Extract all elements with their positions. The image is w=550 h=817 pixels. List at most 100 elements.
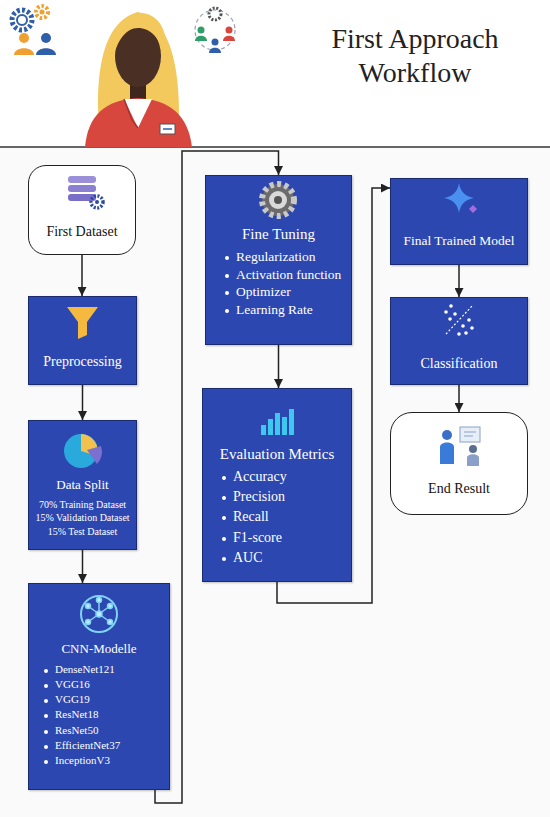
list-item: EfficientNet37 (32, 739, 166, 752)
box-item: EfficientNet37 (55, 739, 120, 752)
box-title: Classification (421, 356, 498, 371)
box-item: Activation function (236, 267, 341, 283)
bullet-dot (44, 745, 48, 749)
box-item: DenseNet121 (55, 663, 115, 676)
box-item: Learning Rate (236, 302, 313, 318)
bullet-dot (44, 699, 48, 703)
box-title: Fine Tuning (242, 226, 315, 242)
collaboration-icon (212, 39, 219, 46)
bar-chart-icon (282, 417, 287, 435)
woman-avatar (112, 13, 167, 62)
neural-network-icon (108, 604, 113, 609)
diagram-title: First Approach Workflow (290, 22, 540, 89)
collaboration-icon (223, 36, 235, 41)
bar-chart-icon (261, 425, 266, 435)
list-item: Optimizer (209, 284, 348, 300)
people-icon (460, 427, 480, 442)
box-heading-row: Evaluation Metrics (206, 446, 348, 463)
database-icon (68, 176, 96, 183)
scatter-icon (453, 312, 457, 316)
people-icon (442, 430, 452, 440)
box-item: ResNet50 (55, 724, 98, 737)
collaboration-icon (195, 8, 235, 53)
box-heading-row: End Result (394, 481, 524, 497)
bullet-dot (222, 537, 226, 541)
scatter-icon (448, 317, 452, 321)
list-item: Learning Rate (209, 302, 348, 318)
neural-network-icon (97, 598, 102, 603)
woman-avatar (163, 128, 172, 130)
flow-arrow (82, 385, 84, 420)
scatter-icon (457, 332, 461, 336)
box-title: Final Trained Model (403, 233, 514, 248)
scatter-icon (446, 306, 472, 334)
bullet-dot (44, 669, 48, 673)
collaboration-icon (195, 36, 207, 41)
funnel-icon (67, 307, 98, 339)
list-item: 15% Validation Dataset (32, 512, 133, 524)
neural-network-icon (86, 604, 91, 609)
list-item: DenseNet121 (32, 663, 166, 676)
bullet-dot (222, 496, 226, 500)
pie-chart-icon (64, 434, 102, 468)
gear-icon (262, 184, 294, 216)
gear-icon (262, 184, 294, 216)
box-title: Data Split (56, 477, 108, 492)
neural-network-icon (88, 606, 99, 614)
list-item: InceptionV3 (32, 754, 166, 767)
bullet-dot (225, 291, 229, 295)
box-heading-row: First Dataset (32, 224, 132, 240)
people-icon (440, 443, 454, 465)
box-item: InceptionV3 (55, 754, 110, 767)
woman-avatar (124, 99, 152, 128)
bullet-dot (44, 760, 48, 764)
bar-chart-icon (275, 413, 280, 435)
scatter-icon (461, 324, 465, 328)
list-item: AUC (206, 550, 348, 566)
box-heading-row: Classification (394, 356, 524, 372)
box-title: End Result (428, 481, 490, 496)
bullet-dot (225, 274, 229, 278)
list-item: Precision (206, 489, 348, 505)
neural-network-icon (81, 596, 117, 632)
list-item: 15% Test Dataset (32, 526, 133, 538)
process-box: Final Trained Model (390, 178, 528, 265)
list-item: ResNet18 (32, 708, 166, 721)
team-gear-icon (19, 33, 29, 43)
bullet-dot (225, 309, 229, 313)
pie-chart-icon (87, 446, 102, 464)
collaboration-icon (226, 27, 233, 34)
model-list-box: CNN-ModelleDenseNet121VGG16VGG19ResNet18… (28, 583, 170, 790)
neural-network-icon (98, 600, 100, 614)
end-box: End Result (390, 412, 528, 515)
flow-arrow (81, 255, 83, 296)
database-icon (68, 176, 103, 208)
flow-arrow (277, 188, 390, 603)
flow-arrow (458, 385, 460, 412)
team-gear-icon (40, 10, 45, 15)
scatter-icon (449, 304, 453, 308)
scatter-icon (467, 318, 471, 322)
list-item: 70% Training Dataset (32, 499, 133, 511)
scatter-icon (444, 310, 448, 314)
collaboration-icon (195, 10, 235, 50)
box-item: Accuracy (233, 469, 287, 485)
woman-avatar (160, 124, 175, 134)
box-item: F1-score (233, 530, 282, 546)
list-item: F1-score (206, 530, 348, 546)
sparkle-icon (444, 183, 474, 213)
database-icon (91, 196, 103, 208)
neural-network-icon (86, 620, 91, 625)
list-item: VGG19 (32, 693, 166, 706)
woman-avatar (124, 99, 138, 128)
process-box: Preprocessing (28, 296, 137, 385)
box-title: Preprocessing (43, 354, 122, 369)
box-item: 70% Training Dataset (39, 499, 126, 510)
box-item: Regularization (236, 249, 315, 265)
woman-avatar (85, 12, 192, 147)
pie-chart-icon (81, 434, 98, 456)
header-background (0, 0, 550, 147)
process-box: Fine TuningRegularizationActivation func… (205, 175, 352, 345)
metrics-box: Evaluation MetricsAccuracyPrecisionRecal… (202, 388, 352, 582)
